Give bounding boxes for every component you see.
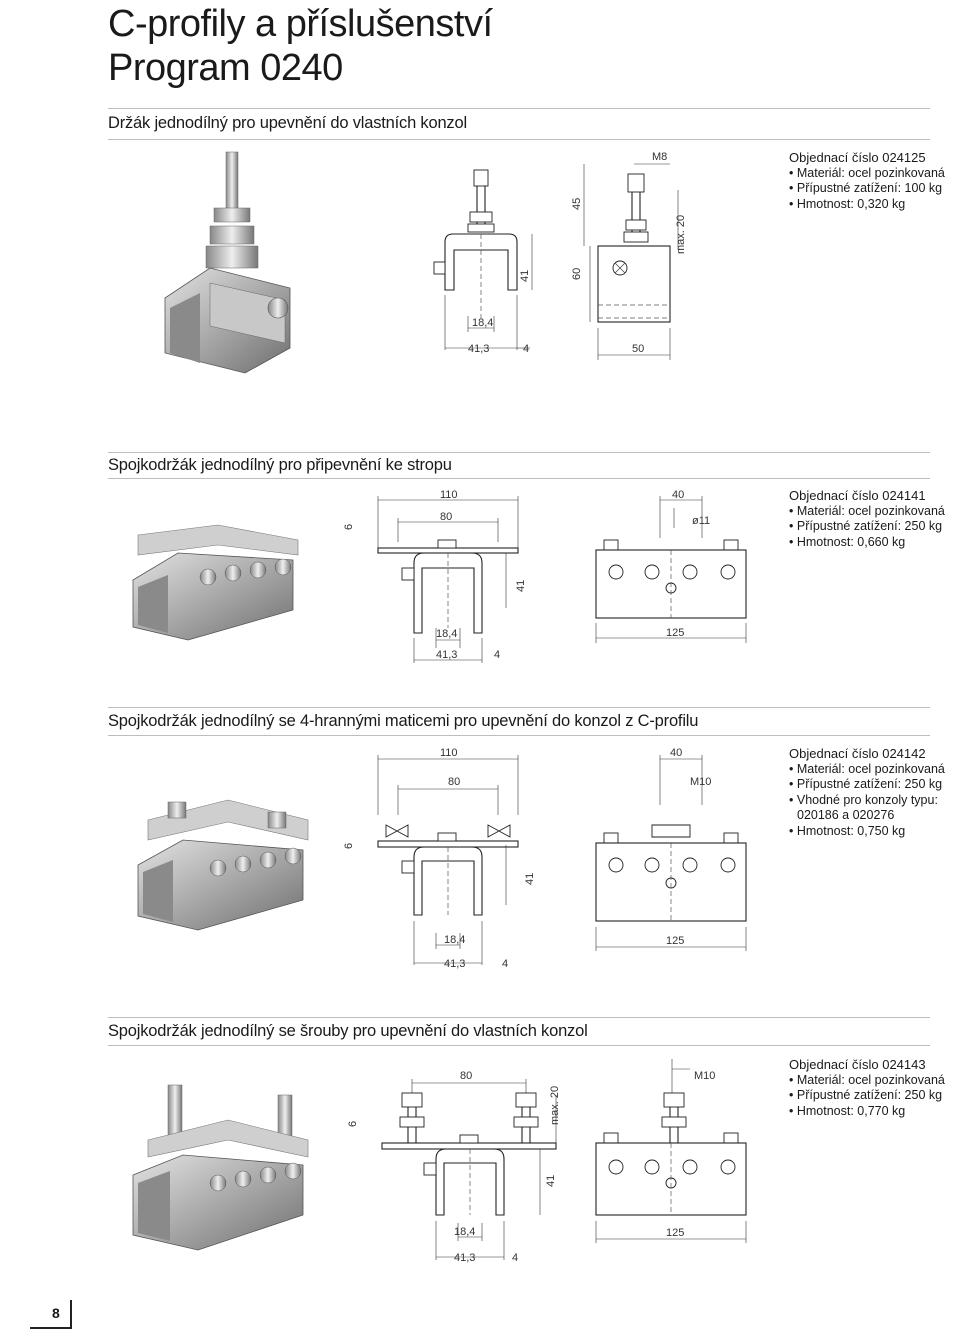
dim-label: 60 [571, 268, 583, 280]
dim-label: 80 [448, 776, 460, 788]
dim-label: 80 [460, 1070, 472, 1082]
drawing-side-024141: 40 ø11 125 [595, 489, 747, 643]
section-divider [108, 478, 930, 479]
spec-item: Hmotnost: 0,750 kg [789, 824, 945, 840]
spec-block-024141: Objednací číslo 024141 Materiál: ocel po… [789, 488, 945, 550]
page-number-rule [30, 1327, 72, 1329]
dim-label: 18,4 [472, 317, 493, 329]
dim-label: M10 [694, 1070, 715, 1082]
page-title-line1: C-profily a příslušenství [108, 3, 493, 45]
section-title: Spojkodržák jednodílný se 4-hrannými mat… [108, 712, 699, 730]
dim-label: 6 [347, 1121, 359, 1127]
dim-label: 125 [666, 1227, 684, 1239]
page-title: C-profily a příslušenství Program 0240 [108, 2, 493, 90]
order-number: Objednací číslo 024142 [789, 746, 926, 761]
dim-label: 110 [440, 489, 458, 501]
dim-label: max. 20 [549, 1086, 561, 1125]
section-divider [108, 1017, 930, 1018]
drawing-front-024125: 18,4 41,3 4 41 [433, 169, 533, 355]
page-title-line2: Program 0240 [108, 47, 343, 89]
drawing-side-024142: 40 M10 125 [595, 747, 747, 951]
page-number: 8 [52, 1305, 60, 1321]
spec-item: Přípustné zatížení: 250 kg [789, 1088, 945, 1104]
section-title: Držák jednodílný pro upevnění do vlastní… [108, 114, 467, 132]
section-divider [108, 139, 930, 140]
spec-item-continued: 020186 a 020276 [797, 808, 895, 823]
dim-label: 125 [666, 935, 684, 947]
drawing-front-024141: 110 80 6 18,4 41,3 4 41 [343, 489, 527, 663]
spec-block-024142: Objednací číslo 024142 Materiál: ocel po… [789, 746, 945, 840]
section-divider [108, 108, 930, 109]
product-photo-024142 [137, 799, 309, 931]
dim-label: 41,3 [436, 649, 457, 661]
spec-item: Materiál: ocel pozinkovaná [789, 1073, 945, 1089]
page-number-bar [70, 1300, 72, 1328]
drawing-side-024125: M8 45 60 max. 20 50 [571, 151, 687, 360]
section-divider [108, 707, 930, 708]
section-divider [108, 452, 930, 453]
dim-label: 4 [494, 649, 500, 661]
dim-label: 41 [524, 873, 536, 885]
section-title: Spojkodržák jednodílný pro připevnění ke… [108, 456, 452, 474]
spec-item: Přípustné zatížení: 250 kg [789, 777, 945, 793]
spec-item: Materiál: ocel pozinkovaná [789, 166, 945, 182]
dim-label: 110 [440, 747, 458, 759]
spec-item: Materiál: ocel pozinkovaná [789, 504, 945, 520]
product-photo-024125 [164, 151, 291, 374]
product-photo-024141 [132, 524, 299, 641]
dim-label: 41,3 [454, 1252, 475, 1264]
order-number: Objednací číslo 024143 [789, 1057, 926, 1072]
section-divider [108, 735, 930, 736]
spec-item: Hmotnost: 0,770 kg [789, 1104, 945, 1120]
drawing-side-024143: M10 125 [595, 1059, 747, 1243]
dim-label: 4 [523, 343, 529, 355]
dim-label: 41,3 [444, 958, 465, 970]
dim-label: 6 [343, 843, 355, 849]
order-number: Objednací číslo 024141 [789, 488, 926, 503]
order-number: Objednací číslo 024125 [789, 150, 926, 165]
spec-item: Přípustné zatížení: 100 kg [789, 181, 945, 197]
drawing-front-024143: 80 max. 20 6 18,4 41,3 4 41 [347, 1070, 561, 1264]
dim-label: 18,4 [444, 934, 465, 946]
dim-label: 41 [515, 580, 527, 592]
dim-label: 41 [545, 1175, 557, 1187]
dim-label: max. 20 [675, 215, 687, 254]
dim-label: M10 [690, 776, 711, 788]
spec-block-024125: Objednací číslo 024125 Materiál: ocel po… [789, 150, 945, 212]
dim-label: 18,4 [436, 628, 457, 640]
dim-label: 80 [440, 511, 452, 523]
spec-item: Hmotnost: 0,660 kg [789, 535, 945, 551]
dim-label: ø11 [692, 515, 710, 527]
spec-item: Materiál: ocel pozinkovaná [789, 762, 945, 778]
spec-item: Vhodné pro konzoly typu: [789, 793, 945, 809]
dim-label: 45 [571, 198, 583, 210]
dim-label: 18,4 [454, 1226, 475, 1238]
spec-item: Přípustné zatížení: 250 kg [789, 519, 945, 535]
dim-label: 4 [512, 1252, 518, 1264]
dim-label: 40 [670, 747, 682, 759]
spec-item: Hmotnost: 0,320 kg [789, 197, 945, 213]
dim-label: 6 [343, 524, 355, 530]
section-title: Spojkodržák jednodílný se šrouby pro upe… [108, 1022, 588, 1040]
dim-label: 40 [672, 489, 684, 501]
spec-block-024143: Objednací číslo 024143 Materiál: ocel po… [789, 1057, 945, 1119]
section-divider [108, 1045, 930, 1046]
dim-label: M8 [652, 151, 667, 163]
product-photo-024143 [132, 1084, 309, 1251]
dim-label: 41,3 [468, 343, 489, 355]
dim-label: 50 [632, 343, 644, 355]
dim-label: 125 [666, 627, 684, 639]
dim-label: 41 [519, 270, 531, 282]
dim-label: 4 [502, 958, 508, 970]
drawing-front-024142: 110 80 6 18,4 41,3 4 41 [343, 747, 536, 970]
